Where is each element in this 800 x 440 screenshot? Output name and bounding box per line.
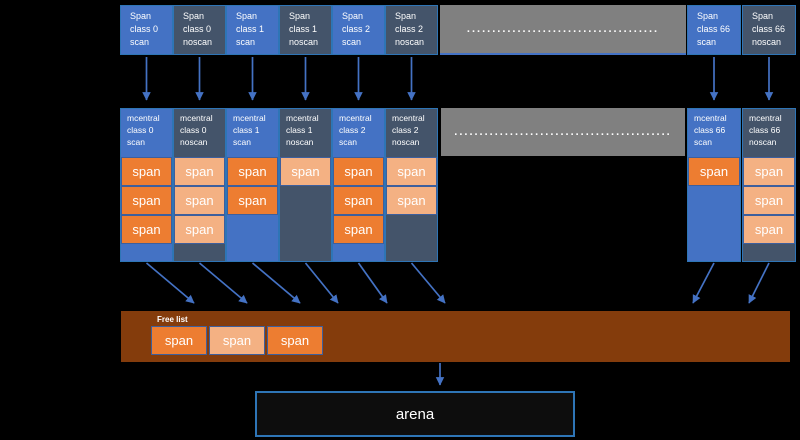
mcentral-label: mcentral class 2 scan: [339, 113, 372, 148]
span-class-box: Span class 1 scan: [226, 5, 279, 55]
span-slot-filled: span: [121, 186, 172, 215]
span-cell: span: [688, 157, 740, 186]
span-slot-filled: span: [280, 157, 331, 186]
mcentral-column: mcentral class 66 scan span: [687, 108, 741, 262]
span-cell: span: [174, 215, 225, 244]
mcentral-label: mcentral class 2 noscan: [392, 113, 425, 148]
mcentral-label: mcentral class 1 noscan: [286, 113, 319, 148]
column-footer: [333, 244, 384, 261]
top-row-ellipsis-strip: ......................................: [440, 5, 686, 55]
span-class-box: Span class 66 scan: [687, 5, 741, 55]
span-slot-filled: span: [743, 215, 795, 244]
span-cell: span: [174, 186, 225, 215]
span-cell: span: [121, 186, 172, 215]
column-footer: [121, 244, 172, 261]
mcentral-label: mcentral class 66 noscan: [749, 113, 782, 148]
span-cell: span: [333, 157, 384, 186]
span-class-box: Span class 66 noscan: [742, 5, 796, 55]
span-slot-filled: span: [386, 186, 437, 215]
mcentral-column: mcentral class 1 noscan span: [279, 108, 332, 262]
span-class-box: Span class 0 scan: [120, 5, 173, 55]
free-list-span-cell: span: [209, 326, 265, 355]
mcentral-label: mcentral class 0 noscan: [180, 113, 213, 148]
free-list-span-cell: span: [267, 326, 323, 355]
span-slot-filled: span: [743, 186, 795, 215]
column-footer: [386, 244, 437, 261]
span-cell: span: [743, 186, 795, 215]
span-slot-filled: span: [227, 157, 278, 186]
span-cell: span: [121, 215, 172, 244]
span-slot-empty: [227, 215, 278, 244]
span-class-box: Span class 2 scan: [332, 5, 385, 55]
free-list-label: Free list: [157, 315, 188, 324]
span-slot-filled: span: [174, 186, 225, 215]
span-cell: span: [227, 157, 278, 186]
span-slot-empty: [280, 215, 331, 244]
mcentral-label: mcentral class 66 scan: [694, 113, 727, 148]
span-slot-empty: [688, 186, 740, 215]
span-class-box: Span class 1 noscan: [279, 5, 332, 55]
span-slot-filled: span: [227, 186, 278, 215]
span-slot-empty: [280, 186, 331, 215]
span-cell: span: [386, 186, 437, 215]
mcentral-label: mcentral class 1 scan: [233, 113, 266, 148]
span-cell: span: [121, 157, 172, 186]
span-cell: span: [174, 157, 225, 186]
span-cell: span: [227, 186, 278, 215]
span-cell: span: [386, 157, 437, 186]
span-slot-empty: [386, 215, 437, 244]
span-slot-filled: span: [386, 157, 437, 186]
mcentral-row-ellipsis-strip: ........................................…: [441, 108, 685, 156]
column-footer: [174, 244, 225, 261]
mcentral-label: mcentral class 0 scan: [127, 113, 160, 148]
span-slot-filled: span: [333, 215, 384, 244]
span-slot-filled: span: [121, 157, 172, 186]
span-slot-filled: span: [333, 186, 384, 215]
span-slot-filled: span: [688, 157, 740, 186]
arena-box: arena: [255, 391, 575, 437]
column-footer: [743, 244, 795, 261]
span-cell: span: [743, 215, 795, 244]
span-cell: span: [743, 157, 795, 186]
span-slot-empty: [688, 215, 740, 244]
span-slot-filled: span: [333, 157, 384, 186]
span-slot-filled: span: [174, 215, 225, 244]
span-slot-filled: span: [743, 157, 795, 186]
column-footer: [688, 244, 740, 261]
free-list-span-cell: span: [151, 326, 207, 355]
span-cell: span: [333, 186, 384, 215]
span-slot-filled: span: [174, 157, 225, 186]
column-footer: [227, 244, 278, 261]
span-cell: span: [333, 215, 384, 244]
span-cell: span: [280, 157, 331, 186]
span-class-box: Span class 2 noscan: [385, 5, 438, 55]
column-footer: [280, 244, 331, 261]
span-slot-filled: span: [121, 215, 172, 244]
span-class-box: Span class 0 noscan: [173, 5, 226, 55]
